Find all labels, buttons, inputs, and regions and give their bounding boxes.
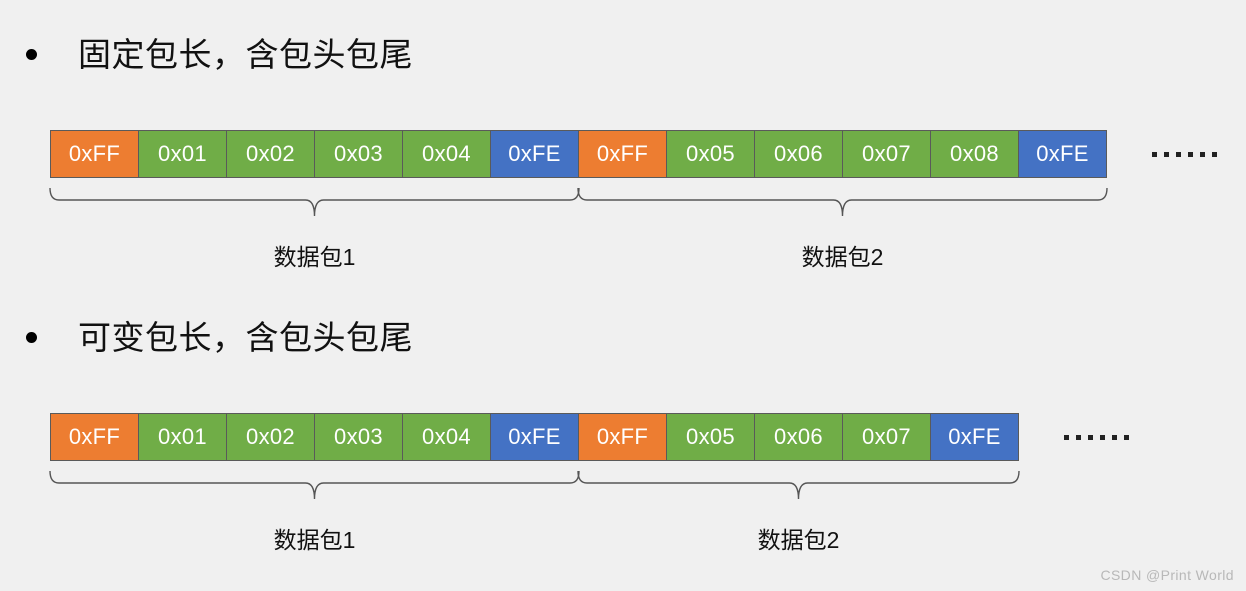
- packet-brace-label: 数据包2: [801, 244, 884, 270]
- packet-brace: [49, 470, 580, 500]
- packet-brace: [49, 187, 580, 217]
- byte-cell-data: 0x03: [314, 413, 403, 461]
- ellipsis-dot-icon: [1088, 434, 1093, 440]
- ellipsis-dot-icon: [1200, 151, 1205, 157]
- byte-cell-data: 0x07: [842, 130, 931, 178]
- brace-layer-variable: [0, 469, 1246, 505]
- byte-cell-data: 0x07: [842, 413, 931, 461]
- brace-layer-fixed: [0, 186, 1246, 222]
- byte-cell-footer: 0xFE: [490, 413, 579, 461]
- byte-cell-data: 0x01: [138, 413, 227, 461]
- bullet-heading-variable: 可变包长，含包头包尾: [26, 311, 413, 363]
- ellipsis-dot-icon: [1176, 151, 1181, 157]
- packet-brace: [577, 470, 1020, 500]
- brace-labels-fixed: 数据包1 数据包2: [0, 238, 1246, 274]
- continuation-ellipsis: [1064, 413, 1136, 461]
- byte-cell-header: 0xFF: [50, 413, 139, 461]
- brace-group: [49, 187, 1108, 217]
- byte-cell-data: 0x03: [314, 130, 403, 178]
- heading-text-variable: 可变包长，含包头包尾: [78, 318, 413, 356]
- ellipsis-dot-icon: [1100, 434, 1105, 440]
- byte-cell-data: 0x06: [754, 130, 843, 178]
- watermark: CSDN @Print World: [1100, 567, 1234, 583]
- ellipsis-dot-icon: [1164, 151, 1169, 157]
- brace-group: [49, 470, 1020, 500]
- byte-cell-data: 0x08: [930, 130, 1019, 178]
- ellipsis-dot-icon: [1076, 434, 1081, 440]
- byte-cell-header: 0xFF: [578, 413, 667, 461]
- packet-brace-label: 数据包1: [273, 527, 356, 553]
- brace-labels-variable: 数据包1 数据包2: [0, 521, 1246, 557]
- continuation-ellipsis: [1152, 130, 1224, 178]
- ellipsis-dot-icon: [1124, 434, 1129, 440]
- byte-cell-footer: 0xFE: [490, 130, 579, 178]
- byte-cell-footer: 0xFE: [1018, 130, 1107, 178]
- byte-cell-header: 0xFF: [578, 130, 667, 178]
- heading-text-fixed: 固定包长，含包头包尾: [78, 35, 413, 73]
- packet-brace-label: 数据包1: [273, 244, 356, 270]
- packet-brace-label: 数据包2: [757, 527, 840, 553]
- byte-cell-data: 0x01: [138, 130, 227, 178]
- byte-cell-data: 0x05: [666, 413, 755, 461]
- bullet-dot-icon: [26, 48, 37, 60]
- ellipsis-dot-icon: [1188, 151, 1193, 157]
- bullet-heading-fixed: 固定包长，含包头包尾: [26, 28, 413, 80]
- byte-cell-data: 0x05: [666, 130, 755, 178]
- ellipsis-dot-icon: [1152, 151, 1157, 157]
- byte-cell-data: 0x04: [402, 130, 491, 178]
- ellipsis-dot-icon: [1112, 434, 1117, 440]
- byte-cell-data: 0x02: [226, 413, 315, 461]
- byte-cell-data: 0x06: [754, 413, 843, 461]
- ellipsis-dot-icon: [1064, 434, 1069, 440]
- byte-cell-data: 0x04: [402, 413, 491, 461]
- byte-cell-header: 0xFF: [50, 130, 139, 178]
- bullet-dot-icon: [26, 331, 37, 343]
- byte-cell-data: 0x02: [226, 130, 315, 178]
- packet-brace: [577, 187, 1108, 217]
- byte-cell-footer: 0xFE: [930, 413, 1019, 461]
- ellipsis-dot-icon: [1212, 151, 1217, 157]
